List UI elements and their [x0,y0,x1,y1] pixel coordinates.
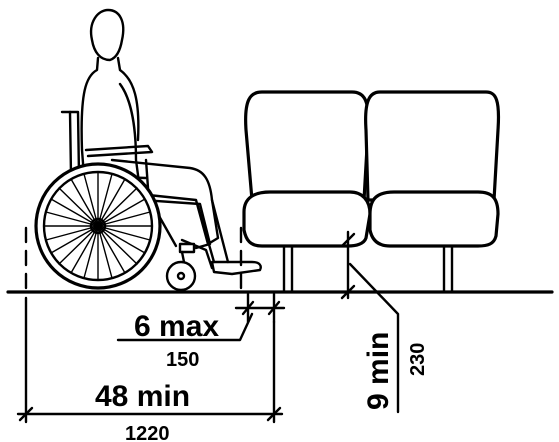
dimension-6-max [116,292,286,342]
dimension-6-max-label: 6 max [134,310,219,343]
dimension-9-min-label: 9 min [362,332,395,410]
dimension-48-min [16,296,284,424]
dimension-48-min-label: 48 min [95,380,190,413]
dimension-6-max-metric: 150 [166,349,199,371]
dimension-48-min-metric: 1220 [125,423,170,442]
dimension-9-min [340,230,400,414]
dimension-9-min-metric: 230 [407,343,429,376]
wheelchair-user-figure [34,8,262,292]
fixed-seats [242,90,501,294]
